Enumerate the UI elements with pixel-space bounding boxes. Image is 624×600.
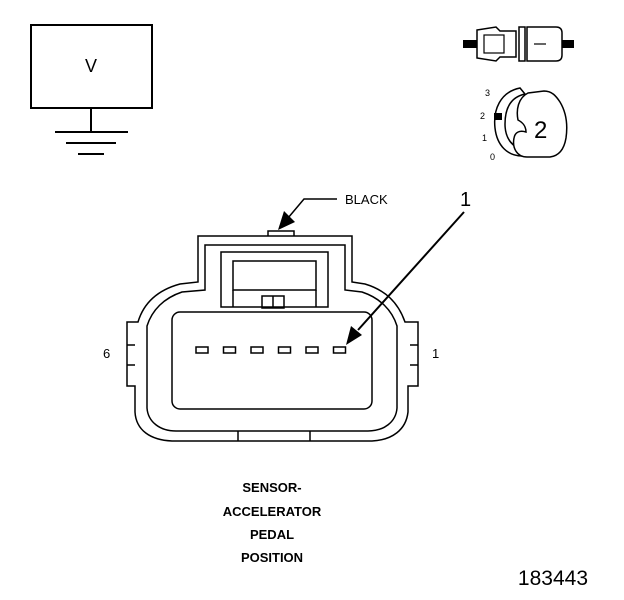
color-callout: BLACK — [278, 192, 388, 230]
scale-label-3: 3 — [485, 88, 490, 98]
selector-value: 2 — [534, 117, 547, 144]
voltmeter-symbol: V — [30, 24, 153, 155]
terminal-pins — [195, 346, 347, 354]
caption-line-4: POSITION — [241, 550, 303, 565]
callout-number: 1 — [460, 189, 471, 211]
connector-housing — [126, 230, 419, 442]
caption-line-2: ACCELERATOR — [223, 504, 322, 519]
figure-number: 183443 — [518, 567, 588, 590]
probe-connection-icon — [463, 26, 574, 62]
ground-icon — [55, 131, 128, 155]
connector-color-label: BLACK — [345, 192, 388, 207]
scale-label-2: 2 — [480, 111, 485, 121]
selector-pointer — [494, 113, 502, 120]
pin-label-right: 1 — [432, 346, 439, 361]
pin-cavity-4 — [250, 346, 264, 354]
arrow-head-icon — [278, 211, 295, 230]
selector-knob — [512, 90, 568, 158]
scale-label-0: 0 — [490, 152, 495, 162]
voltmeter-label: V — [85, 56, 97, 76]
caption-line-1: SENSOR- — [242, 480, 301, 495]
scale-label-1: 1 — [482, 133, 487, 143]
pin-cavity-1 — [332, 346, 347, 354]
pin-cavity-3 — [277, 346, 292, 354]
caption-line-3: PEDAL — [250, 527, 294, 542]
pin-callout: 1 — [346, 189, 471, 345]
pin-cavity-6 — [195, 346, 209, 354]
pin-cavity-2 — [305, 346, 319, 354]
pin-cavity-5 — [222, 346, 237, 354]
callout-arrow-icon — [346, 326, 362, 345]
position-selector-icon: 3 2 1 0 2 — [480, 87, 568, 162]
component-caption: SENSOR- ACCELERATOR PEDAL POSITION — [223, 480, 322, 565]
pin-label-left: 6 — [103, 346, 110, 361]
